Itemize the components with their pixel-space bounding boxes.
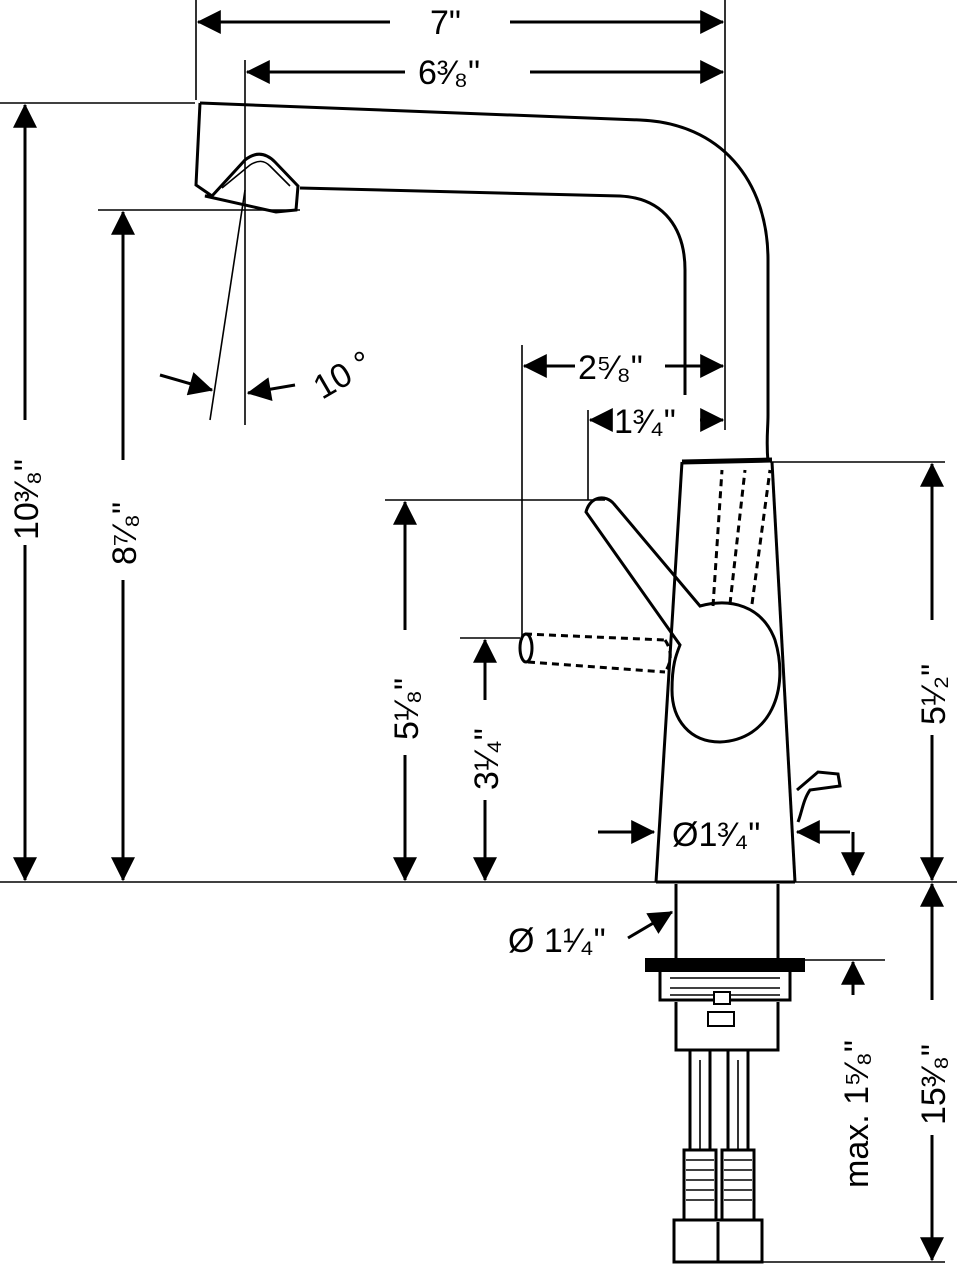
supply-hoses: [672, 1050, 764, 1264]
lever-swing-outline: [711, 469, 772, 607]
faucet-outline: [194, 101, 842, 1264]
dimension-labels: 7" 6³⁄₈" 10 ° 10³⁄₈" 8⁷⁄₈" 2⁵⁄₈" 1³⁄₄" 5…: [8, 4, 953, 1188]
mounting-nut: [645, 958, 805, 972]
label-handle-offset: 1³⁄₄": [614, 403, 676, 441]
label-base-diameter: Ø1³⁄₄": [672, 816, 760, 854]
label-spout-reach-total: 7": [430, 4, 461, 42]
aerator: [204, 152, 300, 214]
label-pop-up-height: 3¹⁄₄": [468, 728, 506, 790]
body-left-edge: [654, 461, 684, 883]
lever-lowered-outline: [524, 632, 666, 674]
label-spout-angle: 10 °: [307, 344, 379, 407]
pop-up-knob: [796, 770, 842, 823]
label-spout-reach-aerator: 6³⁄₈": [418, 54, 480, 92]
label-handle-reach: 2⁵⁄₈": [578, 349, 643, 387]
label-spout-outlet-height: 8⁷⁄₈": [106, 502, 144, 565]
label-body-height: 5¹⁄₂": [915, 664, 953, 725]
dimension-arrows: [13, 10, 944, 1262]
shank: [674, 884, 780, 960]
label-overall-height: 10³⁄₈": [8, 459, 46, 540]
label-shank-diameter: Ø 1¹⁄₄": [508, 922, 606, 960]
spout-outline: [199, 101, 770, 463]
spout-inner-outline: [299, 186, 687, 395]
label-handle-top-height: 5¹⁄₈": [388, 678, 426, 740]
label-max-deck-thickness: max. 1⁵⁄₈": [838, 1040, 876, 1188]
lever-handle: [584, 496, 782, 744]
label-shank-length: 15³⁄₈": [915, 1044, 953, 1125]
body-right-edge: [770, 461, 797, 883]
